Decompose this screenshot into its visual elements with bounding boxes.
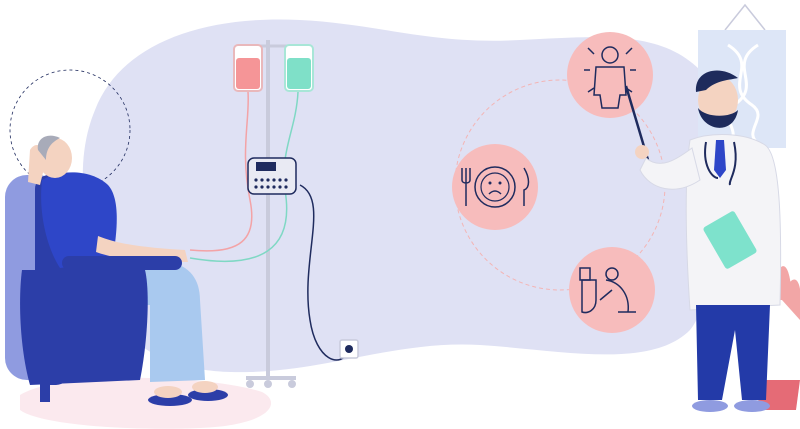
right-foot [192, 381, 218, 393]
iv-bag-green-fluid [287, 58, 311, 89]
symptom-circle [567, 32, 653, 118]
doctor-hair [695, 70, 738, 92]
patient-hair [37, 135, 60, 160]
doctor-raised-arm [639, 147, 701, 190]
patient-arm [96, 236, 188, 262]
pump-display [256, 162, 276, 171]
thought-circle [9, 69, 131, 191]
iv-wheel [288, 380, 296, 388]
left-sandal [148, 394, 192, 406]
chair-leg [40, 380, 50, 402]
pump-buttons [254, 178, 288, 189]
doctor-shoe [692, 400, 728, 412]
pump-power-cable [299, 184, 351, 361]
iv-bag-red-fluid [236, 58, 260, 89]
background-blob [82, 19, 721, 373]
doctor-beard [698, 108, 738, 128]
clipboard [703, 211, 757, 269]
vomiting-icon [569, 247, 655, 333]
dna-strand [727, 43, 761, 147]
patient-group [5, 135, 228, 406]
doctor-group [624, 70, 782, 412]
outlet-plug [345, 345, 353, 353]
iv-wheel [246, 380, 254, 388]
doctor-tie [714, 140, 726, 178]
iv-stand [189, 40, 359, 388]
body-pain-icon [567, 32, 653, 118]
doctor-shoe [734, 400, 770, 412]
doctor-pants [696, 305, 770, 400]
doctor-hand [635, 145, 649, 159]
floor-shadow [20, 377, 272, 429]
symptom-circle [452, 144, 538, 230]
chair-seat [20, 270, 148, 385]
loss-of-appetite-icon [452, 144, 538, 230]
left-foot [154, 386, 182, 398]
chair-armrest [62, 256, 182, 270]
iv-tube-red [189, 91, 253, 252]
iv-tube-green [189, 91, 299, 262]
iv-wheel [264, 380, 272, 388]
stethoscope [704, 141, 737, 186]
